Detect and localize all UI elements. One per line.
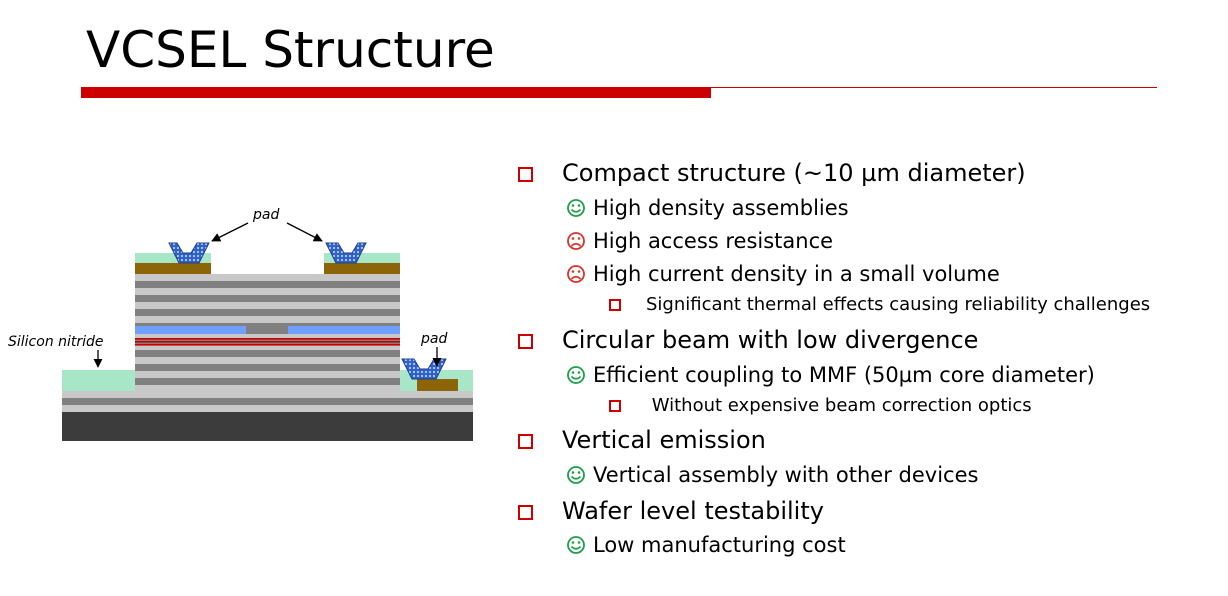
bullet-item-level-2: Low manufacturing cost <box>567 531 846 559</box>
bullet-text: Without expensive beam correction optics <box>646 395 1032 416</box>
metal-contact-top-right <box>324 263 400 274</box>
bullet-text: Vertical emission <box>562 426 766 454</box>
silicon-nitride-top-left <box>135 253 211 263</box>
bullet-text: Low manufacturing cost <box>593 533 846 557</box>
top-dbr-layer <box>135 288 400 295</box>
bottom-dbr-layer <box>135 350 400 357</box>
oxide-aperture-right <box>288 326 400 334</box>
substrate-layer <box>62 412 473 441</box>
silicon-nitride-top-right <box>324 253 400 263</box>
bullet-text: Wafer level testability <box>562 497 824 525</box>
bullet-text: Vertical assembly with other devices <box>593 463 979 487</box>
bullet-text: Significant thermal effects causing reli… <box>646 294 1151 315</box>
title-underline-thin <box>711 87 1157 88</box>
bottom-layer <box>62 391 473 398</box>
pad-label-right: pad <box>420 331 447 347</box>
top-dbr-layer <box>135 337 400 344</box>
spacer-layer <box>135 334 400 338</box>
bullet-item-level-3: Without expensive beam correction optics <box>609 394 1032 418</box>
metal-contact-top-left <box>135 263 211 274</box>
bottom-layer <box>62 398 473 405</box>
smiley-happy-icon <box>566 534 586 554</box>
pad-top-left <box>168 242 210 264</box>
bullet-item-level-2: High density assemblies <box>567 194 849 222</box>
bullet-item-level-3: Significant thermal effects causing reli… <box>609 293 1151 317</box>
square-bullet-icon <box>518 505 533 520</box>
square-bullet-icon <box>609 299 621 311</box>
smiley-happy-icon <box>566 197 586 217</box>
title-underline-thick <box>81 87 711 98</box>
square-bullet-icon <box>609 400 621 412</box>
square-bullet-icon <box>518 167 533 182</box>
smiley-happy-icon <box>566 464 586 484</box>
spacer-layer <box>135 347 400 350</box>
bottom-dbr-layer <box>135 378 400 385</box>
bottom-dbr-layer <box>135 385 400 392</box>
pad-top-right <box>325 242 367 264</box>
bullet-item-level-1: Circular beam with low divergence <box>518 325 979 355</box>
pad-arrow-left <box>211 222 249 242</box>
bullet-item-level-2: High access resistance <box>567 227 834 255</box>
bullet-text: Efficient coupling to MMF (50µm core dia… <box>593 363 1095 387</box>
slide-title: VCSEL Structure <box>86 21 495 79</box>
active-region-quantum-well <box>135 338 400 340</box>
silicon-nitride-left <box>62 370 135 391</box>
smiley-sad-icon <box>566 230 586 250</box>
active-region-quantum-well <box>135 344 400 346</box>
bullet-item-level-1: Vertical emission <box>518 425 766 455</box>
mesa-stack <box>135 274 400 392</box>
top-dbr-layer <box>135 316 400 323</box>
bottom-dbr-layer <box>135 364 400 371</box>
top-dbr-layer <box>135 302 400 309</box>
bullet-item-level-1: Wafer level testability <box>518 496 824 526</box>
pad-label-top: pad <box>252 207 279 223</box>
oxide-aperture-left <box>135 326 246 334</box>
bullet-text: High density assemblies <box>593 196 849 220</box>
pad-arrow-right <box>286 222 323 242</box>
top-dbr-layer <box>135 281 400 288</box>
silicon-nitride-label: Silicon nitride <box>8 334 104 350</box>
bullet-item-level-2: Vertical assembly with other devices <box>567 461 979 489</box>
aperture-opening <box>246 326 288 334</box>
top-dbr-layer <box>135 295 400 302</box>
vcsel-cross-section-diagram: pad pad Silicon nitride <box>8 207 473 441</box>
bullet-item-level-2: Efficient coupling to MMF (50µm core dia… <box>567 361 1095 389</box>
smiley-sad-icon <box>566 263 586 283</box>
smiley-happy-icon <box>566 364 586 384</box>
top-dbr-layer <box>135 274 400 281</box>
bullet-list: Compact structure (~10 µm diameter) High … <box>500 150 1228 570</box>
bullet-text: Circular beam with low divergence <box>562 326 979 354</box>
bullet-item-level-1: Compact structure (~10 µm diameter) <box>518 158 1026 188</box>
top-dbr-layer <box>135 309 400 316</box>
bottom-dbr-layer <box>135 371 400 378</box>
bullet-text: High access resistance <box>593 229 834 253</box>
bottom-layer <box>62 405 473 412</box>
metal-contact-bottom-right <box>417 379 458 391</box>
bullet-item-level-2: High current density in a small volume <box>567 260 1000 288</box>
bullet-text: Compact structure (~10 µm diameter) <box>562 159 1026 187</box>
active-region-quantum-well <box>135 341 400 343</box>
bottom-dbr-layer <box>135 357 400 364</box>
bullet-text: High current density in a small volume <box>593 262 1000 286</box>
square-bullet-icon <box>518 334 533 349</box>
square-bullet-icon <box>518 434 533 449</box>
